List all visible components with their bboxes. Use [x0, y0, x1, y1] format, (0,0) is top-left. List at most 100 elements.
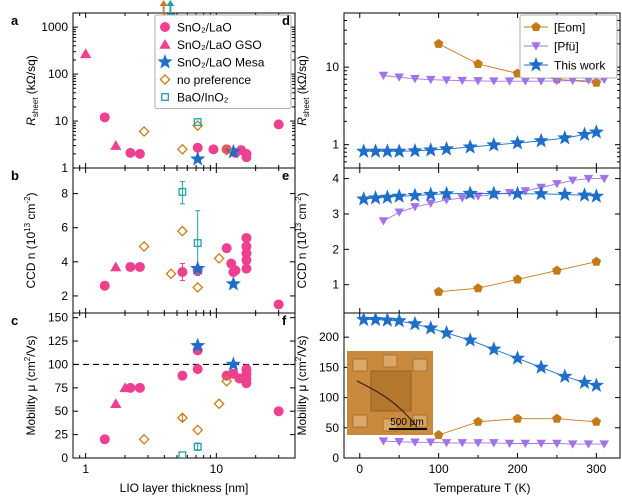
data-point-eom [552, 413, 562, 423]
data-point-this_work [423, 142, 439, 157]
y-tick-label: 1 [332, 278, 339, 292]
x-tick-label: 300 [586, 462, 606, 476]
y-axis-label-part: (kΩ/sq) [295, 55, 309, 97]
y-axis-label-b: CCD n (1013 cm-2) [23, 192, 38, 288]
y-axis-label-part: R [295, 117, 309, 126]
inset-scale-label: 500 µm [390, 417, 424, 428]
y-tick-label: 2 [332, 242, 339, 256]
y-axis-label-text: CCD n (1013 cm-2) [23, 192, 38, 288]
data-point-sno2_lao [234, 373, 245, 384]
data-point-this_work [356, 143, 372, 158]
legend-marker-eom [531, 22, 541, 32]
y-tick-label: 1 [61, 161, 68, 175]
y-tick-label: 100 [48, 357, 68, 371]
data-point-pfu [504, 77, 515, 86]
inset-micrograph: 500 µm [347, 351, 433, 435]
legend-item: SnO₂/LaO GSO [159, 38, 262, 52]
data-point-this_work [509, 350, 526, 365]
data-point-this_work [367, 143, 384, 158]
y-tick-label: 1000 [41, 20, 68, 34]
y-tick-label: 4 [332, 172, 339, 186]
data-point-eom [433, 430, 444, 440]
y-axis-label-part: /Vs) [24, 335, 38, 356]
y-axis-label-d: Rsheet (kΩ/sq) [295, 55, 311, 126]
y-tick-label: 0 [332, 451, 339, 465]
legend-label: [Pfü] [554, 40, 579, 54]
x-axis-label-f: Temperature T (K) [434, 481, 531, 495]
data-point-pfu [599, 440, 609, 449]
y-axis-label-f: Mobility μ (cm2/Vs) [294, 335, 309, 435]
data-point-sno2_lao [134, 382, 145, 393]
data-point-sno2_lao [125, 261, 136, 272]
data-point-sno2_lao [208, 144, 219, 155]
data-point-pfu [489, 439, 499, 448]
data-layer [356, 174, 609, 296]
data-point-pfu [425, 75, 436, 85]
data-point-this_work [486, 185, 502, 200]
y-axis-label-c: Mobility μ (cm2/Vs) [23, 335, 38, 435]
data-point-sno2_lao [241, 255, 252, 266]
y-tick-label: 10 [55, 114, 69, 128]
x-tick-label: 0 [356, 462, 363, 476]
data-point-sno2_lao [192, 142, 203, 153]
x-tick-label: 10 [210, 462, 224, 476]
inset-pad [412, 414, 428, 428]
data-point-this_work [486, 137, 502, 152]
off-scale-arrowhead [166, 0, 175, 6]
data-point-this_work [391, 143, 407, 158]
y-axis-label-part: ) [295, 192, 309, 196]
legend-marker-pfu [531, 42, 541, 51]
panel-label-d: d [282, 13, 290, 28]
data-point-this_work [576, 374, 593, 389]
data-point-this_work [509, 185, 526, 201]
data-point-pfu [504, 189, 515, 198]
y-tick-label: 2 [61, 289, 68, 303]
data-point-sno2_lao [273, 299, 284, 310]
data-point-this_work [557, 368, 573, 383]
panel-label-c: c [11, 313, 18, 328]
data-point-pfu [394, 73, 404, 82]
data-point-pfu [441, 439, 452, 448]
data-point-this_work [367, 190, 384, 205]
data-point-this_work [533, 185, 549, 201]
y-axis-label-text: Mobility μ (cm2/Vs) [294, 335, 309, 435]
data-point-no_pref [138, 240, 150, 252]
y-axis-label-part: 2 [23, 356, 32, 361]
x-tick-label: 1 [82, 462, 89, 476]
data-point-this_work [356, 313, 372, 327]
data-point-pfu [425, 438, 436, 447]
data-point-this_work [423, 186, 439, 201]
y-tick-label: 10 [326, 60, 340, 74]
data-point-pfu [583, 174, 594, 184]
data-point-no_pref [213, 398, 225, 410]
data-point-this_work [576, 187, 593, 202]
y-tick-label: 6 [61, 221, 68, 235]
data-point-this_work [576, 126, 593, 142]
y-tick-label: 125 [48, 334, 68, 348]
y-tick-label: 100 [319, 391, 339, 405]
data-point-sno2_lao_mesa [190, 260, 206, 276]
y-axis-label-part: /Vs) [295, 335, 309, 356]
data-point-this_work [462, 332, 478, 347]
data-point-sno2_lao_gso [110, 398, 122, 408]
data-point-sno2_lao [230, 265, 241, 276]
data-point-this_work [462, 139, 478, 154]
legend-marker-bao_ino2 [161, 93, 169, 101]
data-point-eom [591, 77, 602, 87]
data-point-this_work [379, 313, 395, 327]
y-tick-label: 3 [332, 207, 339, 221]
legend-marker-no_pref [159, 73, 171, 86]
y-tick-label: 50 [326, 421, 340, 435]
plot-frame [343, 167, 621, 314]
legend-label: no preference [177, 73, 251, 87]
y-axis-label-part: cm [24, 204, 38, 223]
y-tick-label: 25 [55, 428, 69, 442]
legend-item: [Eom] [524, 21, 585, 35]
data-point-eom [433, 286, 444, 296]
